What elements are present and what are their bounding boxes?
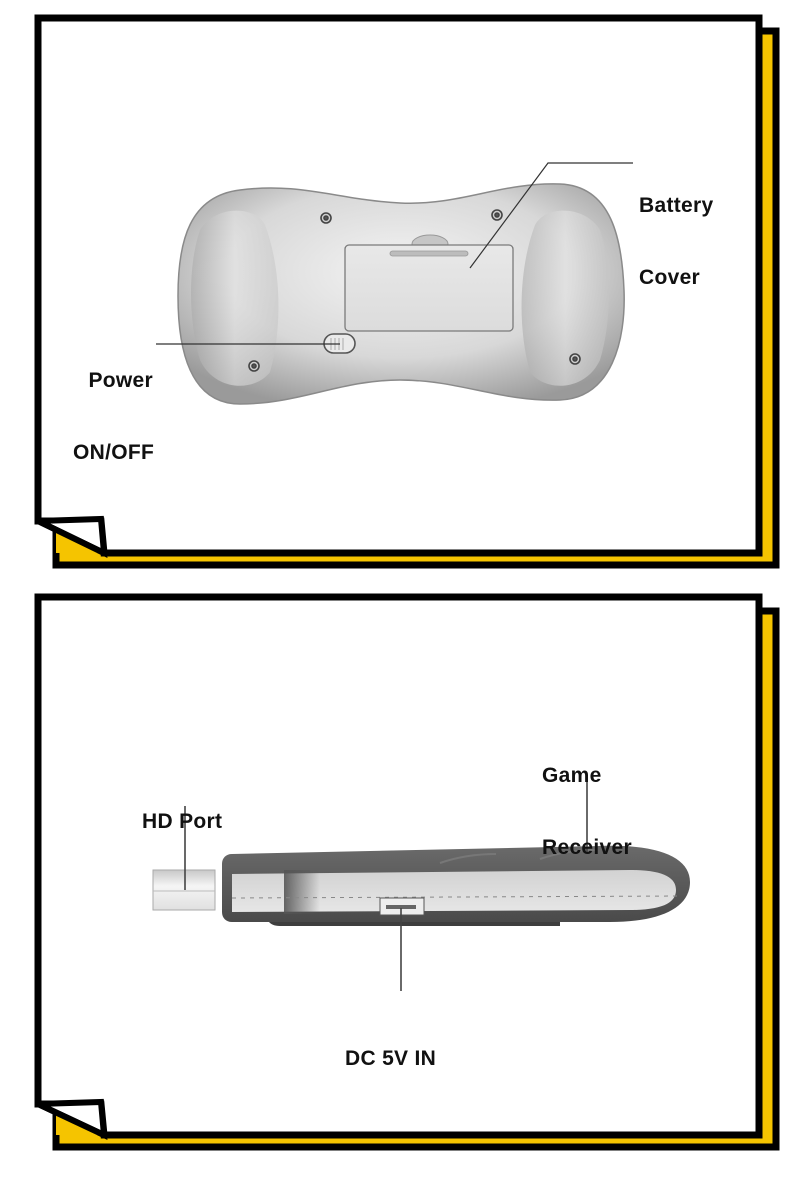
dc-port: [379, 897, 425, 916]
power-switch-label: Power ON/OFF: [73, 321, 154, 513]
hd-port: [152, 869, 216, 911]
panel-controller-back: Battery Cover Power ON/OFF: [0, 0, 800, 580]
game-receiver-label-line2: Receiver: [542, 836, 632, 859]
dc-input-label-text: DC 5V IN: [345, 1047, 437, 1070]
battery-cover-label: Battery Cover: [639, 146, 713, 338]
battery-cover-label-line1: Battery: [639, 194, 714, 217]
hd-port-label-text: HD Port: [142, 810, 223, 833]
controller-illustration: [156, 162, 633, 405]
game-receiver-label-line1: Game: [542, 764, 602, 787]
panel-receiver-side: HD Port Game Receiver DC 5V IN: [0, 578, 800, 1179]
battery-cover-leader: [469, 162, 633, 269]
receiver-illustration: [152, 781, 690, 991]
battery-cover: [344, 244, 514, 332]
hd-port-label: HD Port: [142, 762, 222, 882]
game-receiver-label: Game Receiver: [542, 716, 632, 908]
power-switch-label-line2: ON/OFF: [73, 441, 155, 464]
screw-icons: [248, 209, 581, 372]
power-switch-label-line1: Power: [88, 369, 153, 392]
dc-input-label: DC 5V IN: [345, 999, 436, 1119]
battery-cover-label-line2: Cover: [639, 266, 701, 289]
